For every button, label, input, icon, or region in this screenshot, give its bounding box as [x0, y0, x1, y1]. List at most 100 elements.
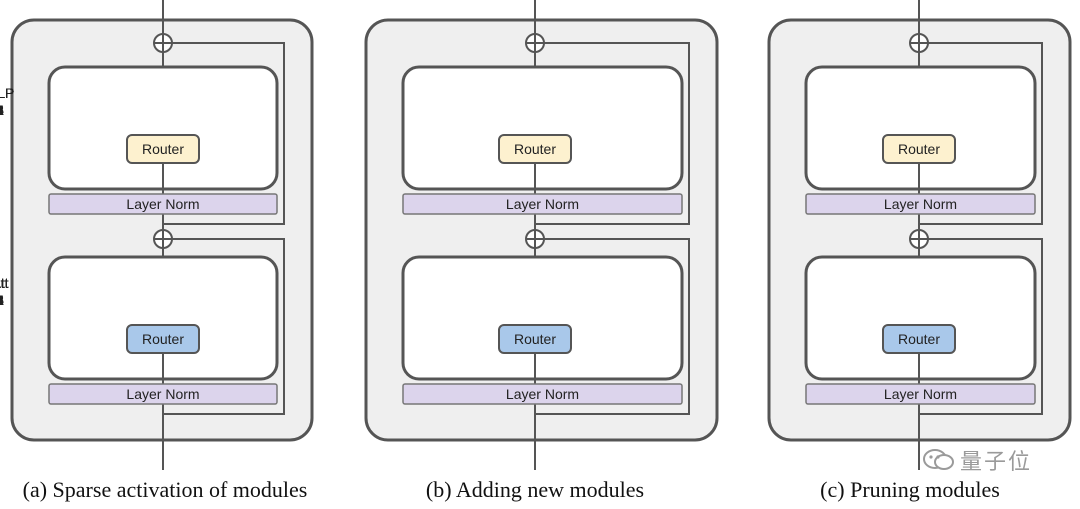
module-name: Att [0, 275, 9, 291]
layer-norm-bar [805, 383, 1036, 405]
layer-norm: Layer Norm [48, 383, 278, 405]
router: Router [126, 134, 200, 164]
att-module-1: Att1 [0, 275, 9, 308]
router: Router [882, 324, 956, 354]
panel-b: MLP1MLP2MLP3MLP4MLP5RouterLayer NormAtt1… [0, 0, 719, 470]
module-name: Att [0, 275, 9, 291]
router: Router [498, 134, 572, 164]
router-label: Router [898, 331, 940, 347]
module-name: Att [0, 275, 9, 291]
residual-connection [919, 238, 1043, 415]
module-index: 4 [0, 102, 4, 118]
module-name: MLP [0, 85, 14, 101]
layer-norm: Layer Norm [805, 193, 1036, 215]
mlp-sublayer: MLP1MLP2MLP3MLP4MLP5RouterLayer Norm [0, 34, 690, 225]
module-name: MLP [0, 85, 14, 101]
module-index: 2 [0, 292, 4, 308]
router-label: Router [142, 331, 184, 347]
router-label: Router [898, 141, 940, 157]
module-index: 2 [0, 292, 4, 308]
router-label: Router [142, 141, 184, 157]
module-index: 1 [0, 102, 4, 118]
layer-norm-bar [48, 193, 278, 215]
module-index: 2 [0, 102, 4, 118]
mlp-module-2: MLP2 [0, 85, 14, 118]
att-module-2: Att2 [0, 275, 9, 308]
module-name: MLP [0, 85, 14, 101]
residual-connection [535, 238, 690, 415]
module-name: MLP [0, 85, 14, 101]
layer-norm-label: Layer Norm [506, 386, 579, 402]
module-name: Att [0, 275, 9, 291]
mlp-block [401, 65, 684, 191]
module-index: 3 [0, 292, 4, 308]
module-name: Att [0, 275, 9, 291]
module-name: Att [0, 275, 9, 291]
layer-norm: Layer Norm [805, 383, 1036, 405]
att-module-2: Att2 [0, 275, 9, 308]
layer-norm-label: Layer Norm [506, 196, 579, 212]
residual-connection [163, 42, 285, 225]
module-index: 5 [0, 102, 4, 118]
caption-panel-b: (b) Adding new modules [425, 477, 645, 502]
layer-norm-bar [48, 383, 278, 405]
layer-norm-label: Layer Norm [884, 386, 957, 402]
module-name: MLP [0, 85, 14, 101]
att-module-3: Att3 [0, 275, 9, 308]
module-name: Att [0, 275, 9, 291]
mlp-module-4: MLP4 [0, 85, 14, 118]
att-module-3: Att3 [0, 275, 9, 308]
att-block [804, 255, 1037, 381]
mlp-sublayer: MLP1MLP2MLP3MLP4RouterLayer Norm [0, 33, 285, 225]
panel-a: MLP1MLP2MLP3MLP4RouterLayer NormAtt1Att2… [0, 0, 314, 470]
mlp-module-1: MLP1 [0, 85, 14, 118]
router: Router [882, 134, 956, 164]
module-index: 1 [0, 292, 4, 308]
wechat-icon [923, 449, 954, 470]
att-module-5: Att5 [0, 275, 9, 308]
module-name: Att [0, 275, 9, 291]
module-index: 5 [0, 292, 4, 308]
layer-norm-bar [805, 193, 1036, 215]
module-index: 3 [0, 102, 4, 118]
module-index: 4 [0, 102, 4, 118]
module-index: 1 [0, 292, 4, 308]
router: Router [126, 324, 200, 354]
module-index: 2 [0, 292, 4, 308]
module-name: MLP [0, 85, 14, 101]
mlp-module-2: MLP2 [0, 85, 14, 118]
mlp-module-5: MLP5 [0, 85, 14, 118]
module-index: 3 [0, 292, 4, 308]
module-name: Att [0, 275, 9, 291]
add-node [909, 33, 929, 53]
caption-panel-c: (c) Pruning modules [820, 477, 1000, 502]
att-sublayer: Att1Att2Att3Att4Att5RouterLayer Norm [0, 229, 690, 415]
layer-norm: Layer Norm [48, 193, 278, 215]
module-name: MLP [0, 85, 14, 101]
att-module-2: Att2 [0, 275, 9, 308]
layer-norm: Layer Norm [402, 383, 683, 405]
watermark-text: 量子位 [960, 450, 1033, 475]
module-name: MLP [0, 85, 14, 101]
residual-connection [535, 42, 690, 225]
att-module-4: Att4 [0, 275, 9, 308]
layer-norm: Layer Norm [402, 193, 683, 215]
add-node [525, 229, 545, 249]
module-name: MLP [0, 85, 14, 101]
att-module-3: Att3 [0, 275, 9, 308]
att-module-1: Att1 [0, 275, 9, 308]
layer-norm-label: Layer Norm [884, 196, 957, 212]
layer-norm-bar [402, 193, 683, 215]
router: Router [498, 324, 572, 354]
module-index: 2 [0, 102, 4, 118]
mlp-module-2: MLP2 [0, 85, 14, 118]
mlp-module-3: MLP3 [0, 85, 14, 118]
add-node [153, 33, 173, 53]
panel-c: MLP1MLP2RouterLayer NormAtt1Att2Att3Rout… [0, 0, 1072, 470]
att-sublayer: Att1Att2Att3RouterLayer Norm [0, 230, 1043, 415]
module-index: 3 [0, 102, 4, 118]
att-sublayer: Att1Att2Att3Att4RouterLayer Norm [0, 230, 285, 415]
module-index: 1 [0, 102, 4, 118]
module-index: 4 [0, 292, 4, 308]
